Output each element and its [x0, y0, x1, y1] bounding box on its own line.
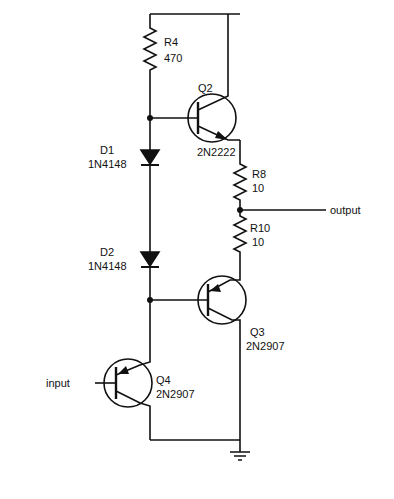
- signal-name: output: [330, 204, 361, 216]
- part-name: Q3: [250, 326, 265, 338]
- resistor-symbol: [234, 210, 246, 270]
- signal-name: input: [46, 377, 70, 389]
- part-number: 1N4148: [88, 260, 127, 272]
- part-name: D1: [100, 144, 114, 156]
- component-value: 10: [252, 182, 264, 194]
- part-number: 2N2907: [246, 340, 285, 352]
- resistor-symbol: [144, 14, 156, 118]
- part-name: R4: [164, 36, 178, 48]
- part-name: D2: [100, 246, 114, 258]
- part-number: 2N2222: [196, 146, 237, 158]
- resistor-symbol: [234, 160, 246, 210]
- component-value: 10: [252, 236, 264, 248]
- part-name: Q2: [198, 82, 213, 94]
- part-name: R8: [252, 168, 266, 180]
- part-name: R10: [250, 222, 270, 234]
- part-name: Q4: [156, 374, 171, 386]
- component-value: 470: [164, 52, 182, 64]
- part-number: 1N4148: [88, 158, 127, 170]
- part-number: 2N2907: [156, 388, 195, 400]
